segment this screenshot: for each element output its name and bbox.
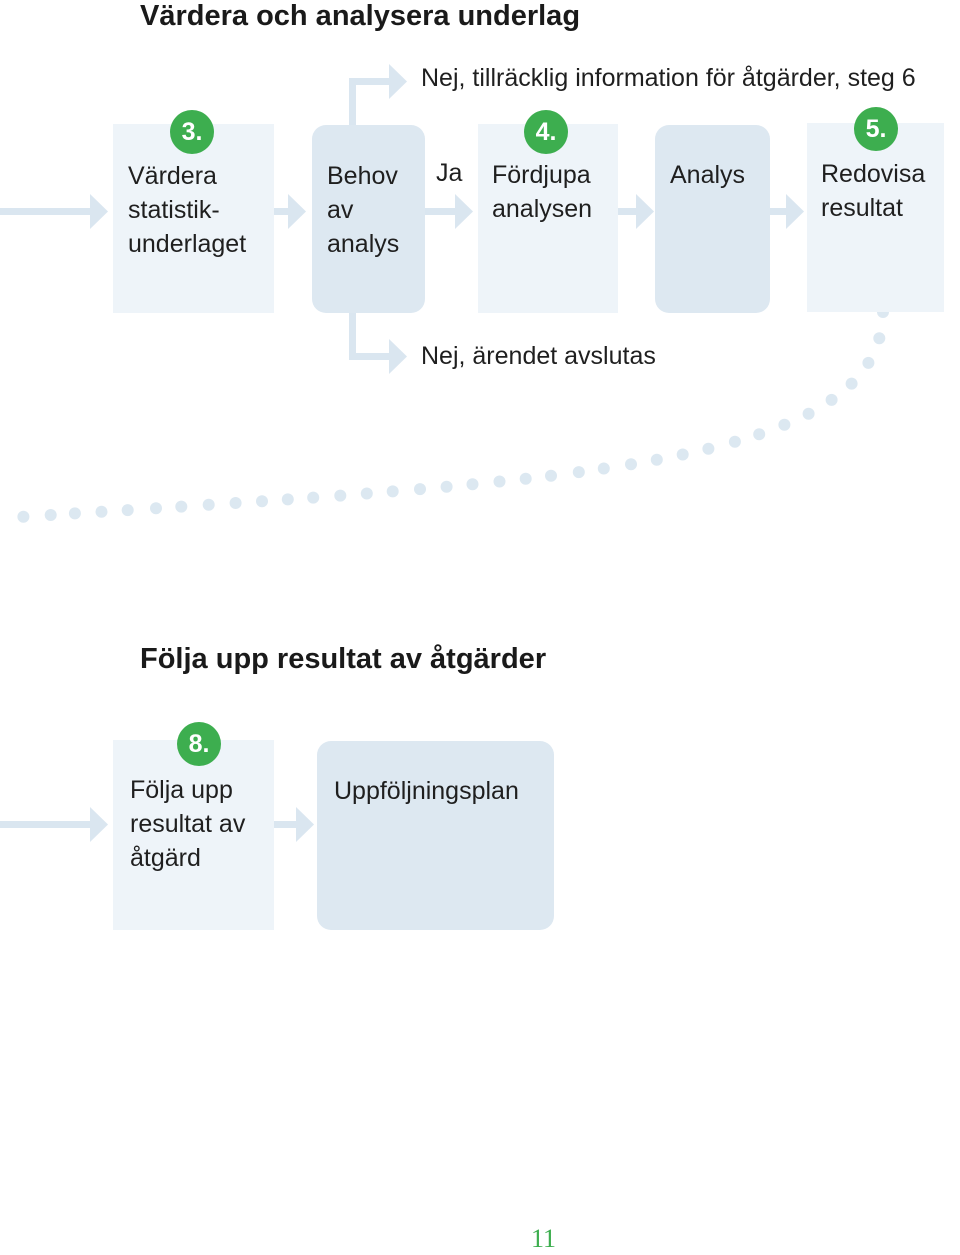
connector-dot	[440, 480, 453, 493]
uppfoljningsplan-label: Uppföljningsplan	[334, 777, 519, 805]
step-3-badge: 3.	[170, 110, 214, 154]
arrow-step8-plan-shaft	[274, 821, 298, 828]
arrow-analys-step5-shaft	[770, 208, 788, 215]
connector-dot	[360, 487, 373, 500]
arrow-step3-behov-shaft	[274, 208, 290, 215]
connector-dot	[802, 407, 815, 420]
page-number: 11	[531, 1224, 557, 1253]
entry-arrow-8-head	[90, 807, 108, 842]
branch-yes-label: Ja	[436, 159, 463, 187]
connector-dot	[676, 448, 689, 461]
arrow-step8-plan-head	[296, 807, 314, 842]
connector-dot	[17, 510, 30, 523]
branch-down-head	[389, 339, 407, 374]
connector-dot	[121, 504, 134, 517]
branch-down-horizontal	[349, 353, 391, 360]
connector-dot	[307, 491, 320, 504]
connector-dot	[95, 505, 108, 518]
step-4-badge: 4.	[524, 110, 568, 154]
connector-dot	[545, 469, 557, 482]
branch-up-horizontal	[349, 78, 391, 85]
connector-dot	[873, 332, 886, 345]
connector-dot	[825, 393, 838, 406]
arrow-step3-behov-head	[288, 194, 306, 229]
connector-dot	[44, 509, 57, 521]
behov-label: Behov av analys	[327, 162, 400, 258]
section-title-analyse: Värdera och analysera underlag	[140, 0, 581, 32]
connector-dot	[493, 475, 506, 488]
step-3-label: Värdera statistik- underlaget	[128, 162, 247, 258]
step-5-badge: 5.	[854, 107, 898, 151]
arrow-behov-step4-shaft	[425, 208, 457, 215]
connector-dot	[728, 435, 741, 448]
branch-down-vertical	[349, 312, 356, 360]
connector-dot	[175, 500, 188, 513]
connector-dot	[519, 472, 532, 485]
step-4-label: Fördjupa analysen	[492, 161, 593, 223]
branch-no-info-label: Nej, tillräcklig information för åtgärde…	[421, 64, 916, 92]
arrow-analys-step5-head	[786, 194, 804, 229]
entry-arrow-8-shaft	[0, 821, 92, 828]
arrow-behov-step4-head	[455, 194, 473, 229]
connector-dot	[281, 493, 294, 506]
connector-dot	[702, 442, 715, 455]
connector-dot	[753, 428, 766, 441]
step-5-label: Redovisa resultat	[821, 160, 926, 222]
branch-up-vertical	[349, 78, 356, 126]
branch-no-close-label: Nej, ärendet avslutas	[421, 342, 656, 370]
connector-dot	[572, 466, 585, 479]
step-8-label: Följa upp resultat av åtgärd	[130, 776, 246, 872]
arrow-step4-analys-shaft	[618, 208, 638, 215]
behov-box	[312, 125, 425, 313]
arrow-step4-analys-head	[636, 194, 654, 229]
branch-up-head	[389, 64, 407, 99]
connector-dot	[334, 489, 347, 502]
analys-label: Analys	[670, 161, 746, 189]
connector-dot	[229, 497, 242, 509]
dotted-connector	[17, 306, 889, 523]
uppfoljningsplan-box	[317, 741, 554, 930]
connector-dot	[150, 502, 162, 515]
step-8-badge: 8.	[177, 722, 221, 766]
step-8-box	[113, 740, 274, 930]
connector-dot	[466, 478, 479, 491]
connector-dot	[202, 498, 215, 511]
step-5-box	[807, 123, 944, 312]
connector-dot	[778, 418, 791, 431]
connector-dot	[597, 462, 610, 475]
connector-dot	[386, 485, 399, 498]
connector-dot	[625, 458, 637, 471]
connector-dot	[862, 356, 875, 369]
entry-arrow-shaft	[0, 208, 92, 215]
step-3-box	[113, 124, 274, 313]
connector-dot	[650, 453, 663, 466]
connector-dot	[414, 483, 426, 496]
section-title-follow-up: Följa upp resultat av åtgärder	[140, 643, 547, 675]
connector-dot	[845, 377, 858, 390]
entry-arrow-head	[90, 194, 108, 229]
connector-dot	[68, 507, 81, 520]
analys-box	[655, 125, 770, 313]
connector-dot	[256, 495, 268, 508]
step-4-box	[478, 124, 618, 313]
